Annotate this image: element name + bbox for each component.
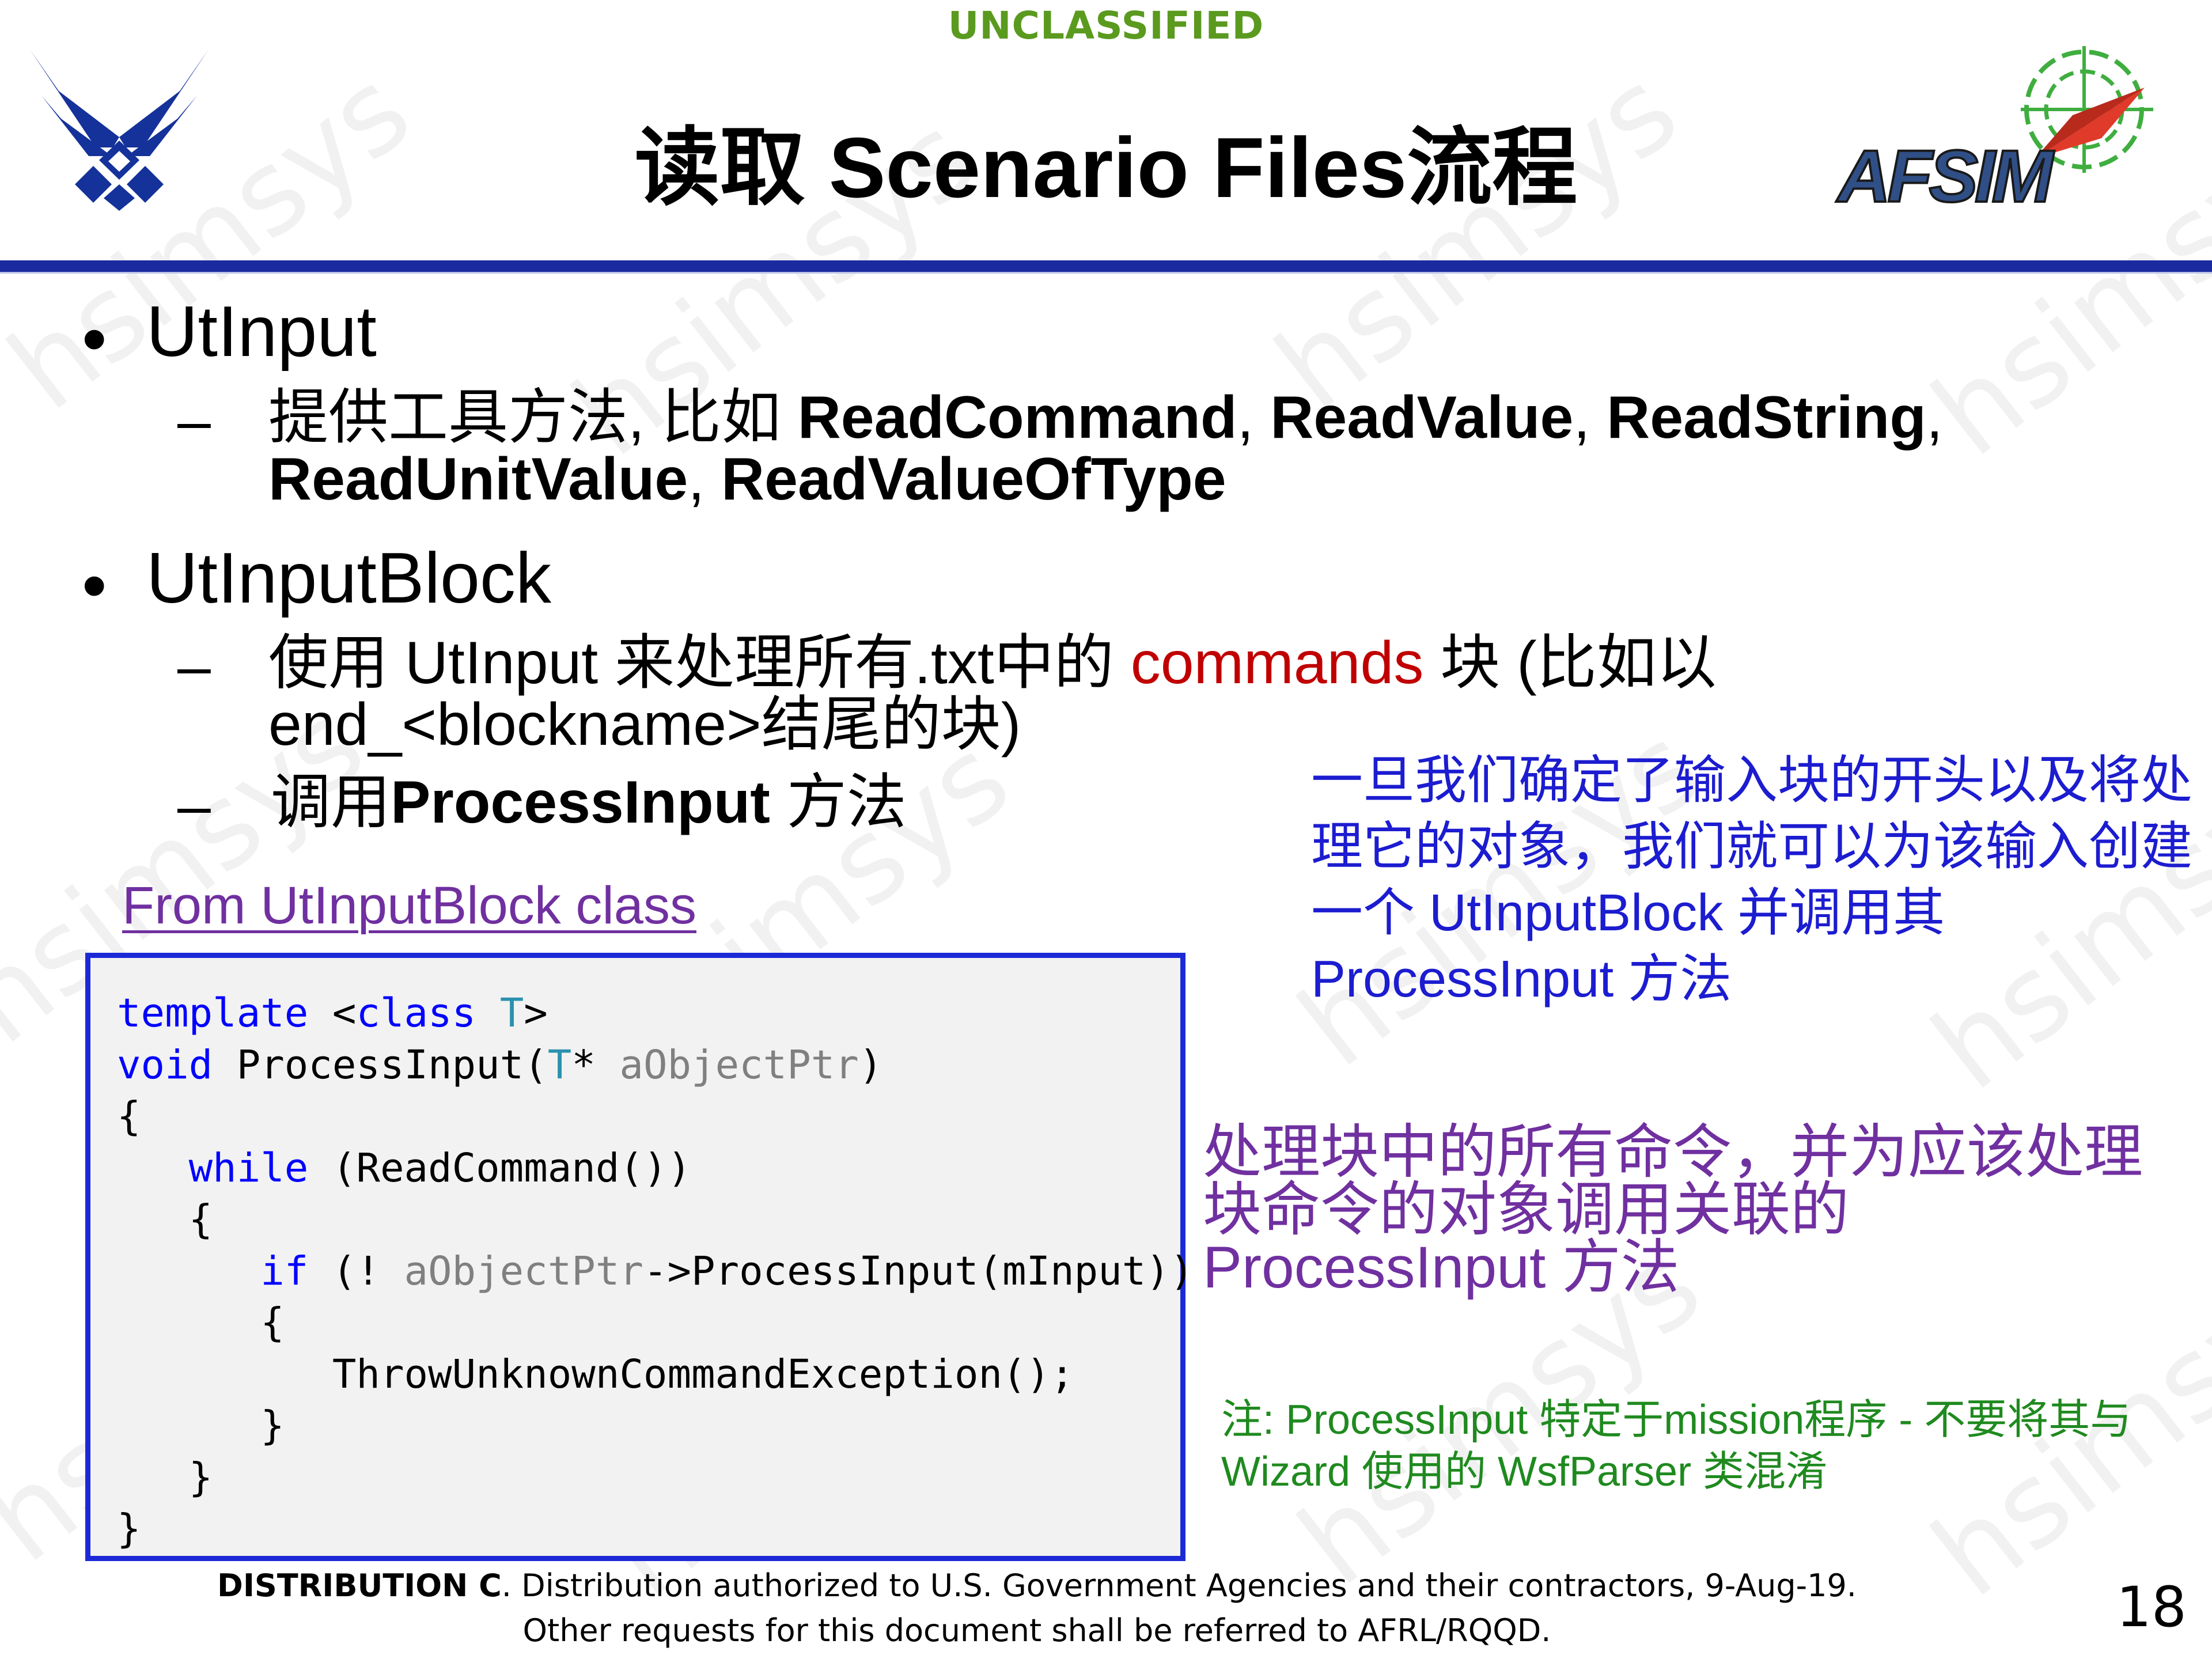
code-line: template <class T>: [117, 990, 548, 1036]
code-line: while (ReadCommand()): [117, 1145, 691, 1191]
header-rule: [0, 260, 2212, 272]
code-line: {: [117, 1093, 141, 1139]
afsim-wordmark: AFSIM: [1836, 135, 2055, 213]
sub-bullet-dash: –: [177, 772, 211, 839]
code-line: void ProcessInput(T* aObjectPtr): [117, 1042, 882, 1088]
code-token: [476, 990, 500, 1036]
note-purple-process-commands: 处理块中的所有命令，并为应该处理 块命令的对象调用关联的 ProcessInpu…: [1203, 1119, 2143, 1300]
code-token: template: [117, 990, 309, 1036]
code-token: }: [117, 1454, 213, 1501]
code-block: template <class T> void ProcessInput(T* …: [117, 988, 1194, 1555]
bullet-utinputblock: UtInputBlock: [146, 539, 552, 618]
bullet-marker: •: [82, 300, 107, 379]
distribution-statement: DISTRIBUTION C. Distribution authorized …: [217, 1567, 1857, 1649]
code-token: while: [188, 1145, 309, 1191]
code-token: aObjectPtr: [404, 1248, 643, 1294]
code-token: }: [117, 1403, 285, 1449]
code-line: }: [117, 1455, 213, 1501]
code-token: T: [547, 1041, 572, 1088]
code-token: aObjectPtr: [619, 1041, 859, 1088]
code-token: {: [117, 1093, 141, 1139]
classification-banner: UNCLASSIFIED: [948, 3, 1264, 48]
sub-bullet-utinput-methods: 提供工具方法, 比如 ReadCommand, ReadValue, ReadS…: [268, 384, 1943, 513]
code-token: }: [117, 1506, 141, 1552]
air-force-wings-logo: [25, 38, 213, 211]
code-token: *: [571, 1041, 620, 1088]
code-token: ): [858, 1041, 883, 1088]
code-token: T: [499, 990, 524, 1036]
code-caption-link[interactable]: From UtInputBlock class: [122, 876, 696, 935]
code-token: (ReadCommand()): [308, 1145, 692, 1191]
page-number: 18: [2116, 1575, 2187, 1639]
code-token: (!: [308, 1248, 404, 1294]
code-line: if (! aObjectPtr->ProcessInput(mInput)): [117, 1248, 1194, 1294]
code-box: template <class T> void ProcessInput(T* …: [85, 953, 1194, 1561]
code-token: <: [308, 990, 357, 1036]
note-blue-utinputblock: 一旦我们确定了输入块的开头以及将处理它的对象，我们就可以为该输入创建一个 UtI…: [1311, 752, 2192, 1008]
slide-title: 读取 Scenario Files流程: [634, 120, 1578, 215]
sub-bullet-call-processinput: 调用ProcessInput 方法: [271, 769, 907, 836]
code-line: {: [117, 1300, 285, 1346]
code-token: if: [260, 1248, 309, 1294]
code-line: }: [117, 1506, 141, 1552]
header-rule-shadow: [0, 272, 2212, 274]
code-token: [117, 1145, 189, 1191]
code-token: >: [524, 990, 548, 1036]
code-token: {: [117, 1196, 213, 1243]
code-line: {: [117, 1196, 213, 1243]
bullet-marker: •: [82, 546, 107, 626]
code-token: {: [117, 1300, 285, 1346]
code-token: void: [117, 1041, 213, 1088]
sub-bullet-dash: –: [177, 388, 211, 454]
sub-bullet-dash: –: [177, 633, 211, 700]
afsim-logo: AFSIM: [1831, 46, 2176, 219]
note-green-wsfparser: 注: ProcessInput 特定于mission程序 - 不要将其与 Wiz…: [1221, 1397, 2132, 1495]
code-token: ProcessInput(: [213, 1041, 548, 1088]
code-token: [117, 1248, 260, 1294]
bullet-utinput: UtInput: [146, 292, 377, 372]
code-token: class: [356, 990, 476, 1036]
code-line: ThrowUnknownCommandException();: [117, 1351, 1074, 1397]
code-token: ThrowUnknownCommandException();: [117, 1351, 1074, 1397]
code-line: }: [117, 1403, 285, 1449]
code-token: ->ProcessInput(mInput)): [643, 1248, 1194, 1294]
